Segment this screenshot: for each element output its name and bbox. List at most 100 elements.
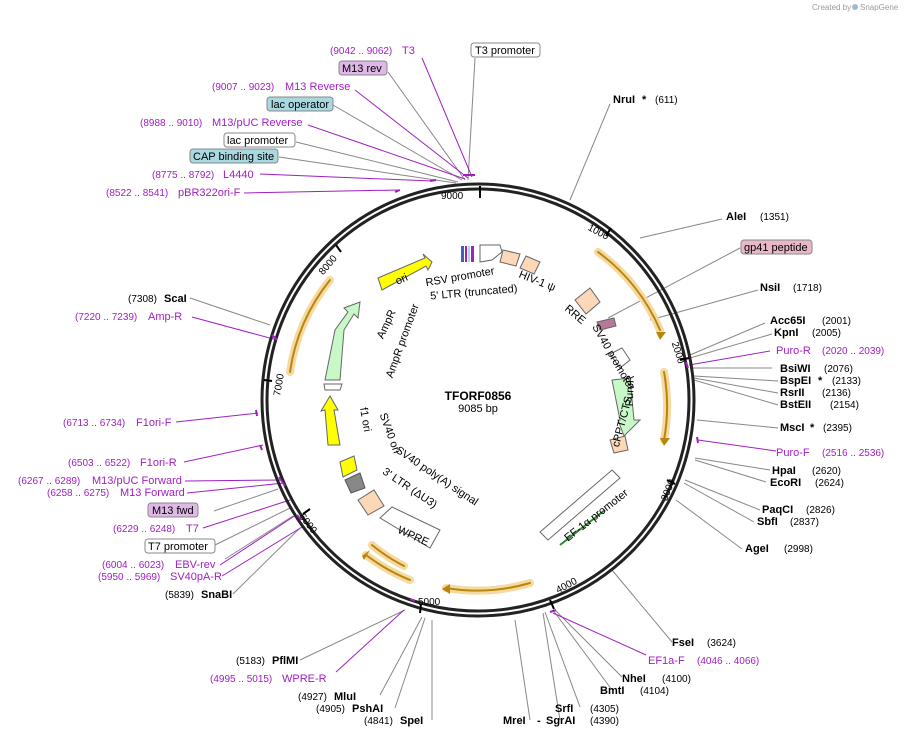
enzyme-position: (5183)	[236, 656, 265, 667]
primer-name: pBR322ori-F	[178, 187, 241, 199]
primer-name: WPRE-R	[282, 673, 327, 685]
primer-range: (6267 .. 6289)	[18, 476, 80, 487]
enzyme-name: HpaI	[772, 465, 796, 477]
boxed-labels: T3 promoter M13 rev lac operator lac pro…	[144, 42, 813, 554]
m13-fwd-label: M13 fwd	[152, 505, 194, 517]
primer-range: (4995 .. 5015)	[210, 674, 272, 685]
enzyme-position: (5839)	[165, 590, 194, 601]
enzyme-position: (4927)	[298, 692, 327, 703]
enzyme-position: (2837)	[790, 517, 819, 528]
enzyme-position: (3624)	[707, 638, 736, 649]
primer-name: EBV-rev	[175, 559, 216, 571]
enzyme-position: (4104)	[640, 686, 669, 697]
enzyme-position: (2620)	[812, 466, 841, 477]
cap-site-label: CAP binding site	[193, 151, 274, 163]
enzyme-name: BsiWI	[780, 363, 811, 375]
lac-promoter-label: lac promoter	[227, 135, 288, 147]
enzyme-name: PflMI	[272, 655, 298, 667]
enzyme-name: EcoRI	[770, 477, 801, 489]
enzyme-position: (2395)	[823, 423, 852, 434]
primer-range: (5950 .. 5969)	[98, 572, 160, 583]
hiv-psi-box	[519, 255, 541, 275]
enzyme-position: (2005)	[812, 328, 841, 339]
tick-label-8000: 8000	[317, 253, 340, 277]
f1-ori-label: f1 ori	[357, 407, 373, 433]
gp41-peptide-box	[740, 239, 813, 255]
enzyme-name: ScaI	[164, 293, 187, 305]
enzyme-position: (2001)	[822, 316, 851, 327]
tick-label-9000: 9000	[441, 191, 464, 202]
enzyme-labels-left: (7308) ScaI (5839) SnaBI (5183) PflMI (4…	[128, 293, 526, 727]
primer-range: (7220 .. 7239)	[75, 312, 137, 323]
tick-label-7000: 7000	[272, 373, 287, 397]
primer-name: SV40pA-R	[170, 571, 222, 583]
feature-arrows: ori	[319, 244, 642, 549]
enzyme-name: SrfI	[555, 703, 573, 715]
primer-range: (4046 .. 4066)	[697, 656, 759, 667]
primer-name: EF1a-F	[648, 655, 685, 667]
plasmid-name: TFORF0856	[445, 389, 512, 403]
primer-name: T3	[402, 45, 415, 57]
t3-promoter-box	[470, 42, 541, 58]
enzyme-name: BmtI	[600, 685, 624, 697]
enzyme-name: BstEII	[780, 399, 811, 411]
ltr5-box	[499, 249, 521, 267]
primer-name: Puro-F	[776, 447, 810, 459]
enzyme-position: (1718)	[793, 283, 822, 294]
tick-marks	[263, 186, 690, 614]
primer-name: F1ori-R	[140, 457, 177, 469]
sv40-pa-box	[344, 472, 366, 494]
primer-range: (2020 .. 2039)	[822, 346, 884, 357]
enzyme-name: FseI	[672, 637, 694, 649]
primer-range: (6004 .. 6023)	[102, 560, 164, 571]
enzyme-name: SpeI	[400, 715, 423, 727]
primer-range: (8988 .. 9010)	[140, 118, 202, 129]
ampr-arrow	[324, 301, 361, 381]
sv40-ori-box	[339, 455, 358, 478]
lac-region-marks	[461, 246, 474, 262]
lac-operator-label: lac operator	[271, 99, 329, 111]
enzyme-name: RsrII	[780, 387, 804, 399]
puror-arrow	[611, 377, 642, 437]
rsv-promoter-arrow	[479, 244, 503, 263]
primer-name: L4440	[223, 169, 254, 181]
primer-range: (9042 .. 9062)	[330, 46, 392, 57]
ltr3-box	[357, 489, 385, 516]
primer-name: Amp-R	[148, 311, 182, 323]
sv40-ori-label: SV40 ori	[377, 411, 403, 455]
m13-rev-label: M13 rev	[342, 63, 382, 75]
enzyme-position: (2624)	[815, 478, 844, 489]
enzyme-name: NsiI	[760, 282, 780, 294]
enzyme-position: (2076)	[824, 364, 853, 375]
enzyme-position: (4305)	[590, 704, 619, 715]
enzyme-position: (7308)	[128, 294, 157, 305]
enzyme-name: KpnI	[774, 327, 798, 339]
enzyme-position: (2133)	[832, 376, 861, 387]
primer-name: F1ori-F	[136, 417, 172, 429]
enzyme-name: Acc65I	[770, 315, 805, 327]
enzyme-name: MluI	[334, 691, 356, 703]
primer-range: (6229 .. 6248)	[113, 524, 175, 535]
enzyme-star: *	[642, 94, 647, 106]
wpre-arrow	[379, 506, 441, 549]
sv40-promoter-arrow	[609, 347, 631, 369]
tick-label-2000: 2000	[669, 341, 686, 366]
ampr-label: AmpR	[375, 308, 399, 341]
enzyme-name: PshAI	[352, 703, 383, 715]
primer-range: (6503 .. 6522)	[68, 458, 130, 469]
puror-label: PuroR	[624, 375, 637, 407]
ampr-promoter-arrow	[323, 383, 343, 391]
enzyme-position: (1351)	[760, 212, 789, 223]
enzyme-name: AgeI	[745, 543, 769, 555]
enzyme-position: (2154)	[830, 400, 859, 411]
leader-lines	[189, 57, 779, 721]
gp41-box	[596, 317, 617, 331]
enzyme-position: (4905)	[316, 704, 345, 715]
enzyme-star: *	[818, 375, 823, 387]
m13-rev-box	[338, 60, 388, 76]
snapgene-logo: SnapGene	[852, 3, 899, 12]
primer-leader-lines	[175, 57, 777, 673]
gp41-peptide-label: gp41 peptide	[744, 242, 808, 254]
primer-range: (6258 .. 6275)	[47, 488, 109, 499]
